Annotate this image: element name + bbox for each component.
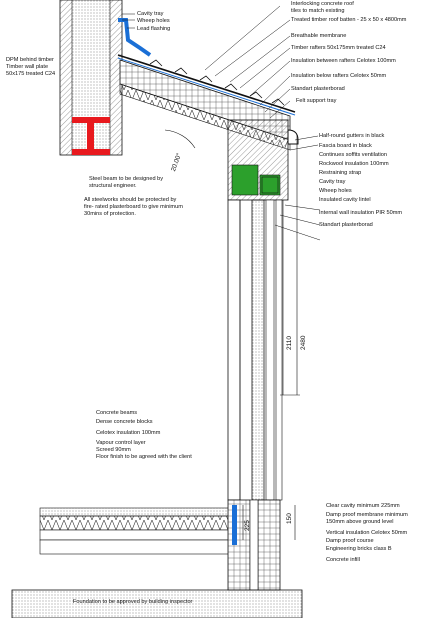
label-ins-below: Insulation below rafters Celotex 50mm bbox=[291, 73, 387, 79]
label-vapour: Vapour control layer bbox=[96, 440, 146, 446]
cavity-wall bbox=[227, 199, 283, 501]
label-blocks: Dense concrete blocks bbox=[96, 419, 153, 425]
eaves-block bbox=[227, 119, 299, 201]
label-dpm-min: Damp proof membrane minimum bbox=[326, 512, 408, 518]
label-tiles-1: Interlocking concrete roof bbox=[291, 1, 354, 7]
label-celotex: Celotex insulation 100mm bbox=[96, 430, 161, 436]
label-wheep-2: Wheep holes bbox=[319, 188, 352, 194]
label-felt: Felt support tray bbox=[296, 98, 337, 104]
label-screed: Screed 90mm bbox=[96, 447, 131, 453]
label-cavity-tray-2: Cavity tray bbox=[319, 179, 346, 185]
label-bricks: Engineering bricks class B bbox=[326, 546, 392, 552]
label-vertical-ins: Vertical insulation Celotex 50mm bbox=[326, 530, 408, 536]
label-dpc: Damp proof course bbox=[326, 538, 374, 544]
label-fascia: Fascia board in black bbox=[319, 143, 372, 149]
label-finish: Floor finish to be agreed with the clien… bbox=[96, 454, 192, 460]
foundation bbox=[11, 499, 303, 618]
label-cavity-tray: Cavity tray bbox=[137, 11, 164, 17]
label-plasterboard: Standart plasterborad bbox=[291, 86, 345, 92]
label-ins-between: Insulation between rafters Celotex 100mm bbox=[291, 58, 396, 64]
label-rafters: Timber rafters 50x175mm treated C24 bbox=[291, 45, 386, 51]
label-dpm-2: Timber wall plate bbox=[6, 64, 49, 70]
label-dpm-1: DPM behind timber bbox=[6, 57, 54, 63]
label-protect-3: 30mins of protection. bbox=[84, 211, 136, 217]
label-beam-1: Steel beam to be designed by bbox=[89, 176, 164, 182]
dim-2480: 2480 bbox=[300, 335, 307, 350]
label-dpm-3: 50x175 treated C24 bbox=[6, 71, 56, 77]
label-protect-2: fire- rated plasterboard to give minimum bbox=[84, 204, 183, 210]
label-soffit: Continues soffits ventilation bbox=[319, 152, 387, 158]
label-internal-ins: Internal wall insulation PIR 50mm bbox=[319, 210, 403, 216]
dim-150: 150 bbox=[286, 513, 293, 524]
label-lintel: Insulated cavity lintel bbox=[319, 197, 371, 203]
label-beams: Concrete beams bbox=[96, 410, 138, 416]
label-protect-1: All steelworks should be protected by bbox=[84, 197, 177, 203]
label-membrane: Breathable membrane bbox=[291, 33, 347, 39]
label-batten: Treated timber roof batten - 25 x 50 x 4… bbox=[291, 17, 407, 23]
label-plasterboard-2: Standart plasterborad bbox=[319, 222, 373, 228]
label-foundation: Foundation to be approved by building in… bbox=[73, 599, 193, 605]
label-gutter: Half-round gutters in black bbox=[319, 133, 385, 139]
leader-lines bbox=[122, 5, 321, 241]
steel-beam bbox=[72, 117, 110, 155]
label-tiles-2: tiles to match existing bbox=[291, 8, 345, 14]
label-lead-flashing: Lead flashing bbox=[137, 26, 171, 32]
label-beam-2: structural engineer. bbox=[89, 183, 137, 189]
label-dpm-150: 150mm above ground level bbox=[326, 519, 394, 525]
label-rockwool: Rockwool insulation 100mm bbox=[319, 161, 389, 167]
label-infill: Concrete infill bbox=[326, 557, 360, 563]
label-strap: Restraining strap bbox=[319, 170, 362, 176]
dim-2110: 2110 bbox=[286, 336, 293, 350]
dim-225: 225 bbox=[244, 520, 251, 531]
label-clear-cavity: Clear cavity minimum 225mm bbox=[326, 503, 400, 509]
label-wheep-holes: Wheep holes bbox=[137, 18, 170, 24]
floor-build-up bbox=[39, 507, 231, 555]
